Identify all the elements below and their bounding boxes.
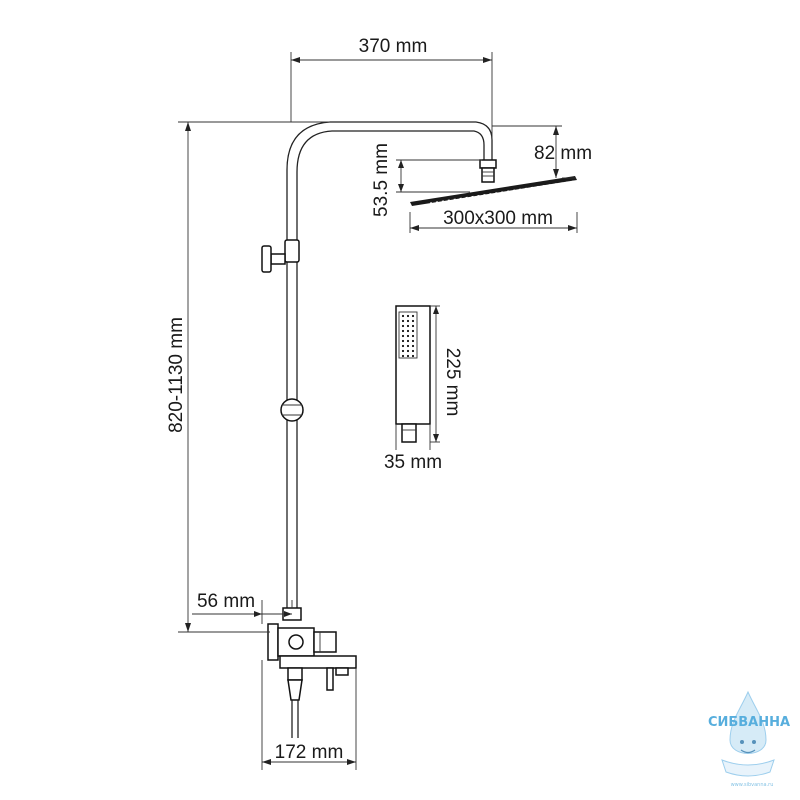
watermark-site: www.sibvanna.ru: [731, 782, 774, 788]
dim-head-drop: 53.5 mm: [371, 143, 392, 217]
nozzle-hole: [401, 354, 405, 358]
dim-head-size: 300x300 mm: [443, 208, 553, 229]
watermark-brand: СИБВАННА: [708, 715, 790, 730]
nozzle-hole: [401, 314, 405, 318]
nozzle-hole: [401, 349, 405, 353]
dim-hand-shower-length: 225 mm: [442, 348, 463, 417]
nozzle-hole: [411, 339, 415, 343]
dim-hand-shower-width: 35 mm: [384, 452, 442, 473]
dim-head-thickness: 82 mm: [534, 143, 592, 164]
nozzle-hole: [411, 354, 415, 358]
nozzle-hole: [406, 344, 410, 348]
dim-total-height: 820-1130 mm: [166, 317, 187, 433]
nozzle-hole: [411, 314, 415, 318]
nozzle-hole: [406, 349, 410, 353]
head-connector: [479, 159, 497, 183]
nozzle-hole: [411, 334, 415, 338]
dimension-lines: [178, 52, 578, 770]
hand-shower: [395, 305, 431, 443]
nozzle-hole: [406, 324, 410, 328]
nozzle-hole: [411, 349, 415, 353]
dim-arm-reach: 370 mm: [359, 36, 428, 57]
dim-mixer-depth: 172 mm: [275, 742, 344, 763]
nozzle-hole: [401, 344, 405, 348]
sibvanna-watermark: СИБВАННА www.sibvanna.ru: [708, 690, 790, 788]
nozzle-hole: [411, 319, 415, 323]
nozzle-hole: [406, 329, 410, 333]
hose-outlet: [287, 667, 303, 738]
nozzle-hole: [401, 324, 405, 328]
nozzle-hole: [411, 344, 415, 348]
nozzle-hole: [406, 339, 410, 343]
nozzle-hole: [411, 324, 415, 328]
nozzle-hole: [406, 319, 410, 323]
slider-knob: [280, 398, 304, 422]
nozzle-hole: [401, 319, 405, 323]
nozzle-hole: [406, 354, 410, 358]
nozzle-hole: [406, 334, 410, 338]
nozzle-hole: [401, 334, 405, 338]
nozzle-hole: [401, 329, 405, 333]
mixer-body: [267, 607, 357, 691]
dim-wall-offset: 56 mm: [197, 591, 255, 612]
upper-height-bracket: [261, 239, 300, 273]
nozzle-hole: [401, 339, 405, 343]
rain-shower-head: [410, 176, 577, 206]
nozzle-hole: [411, 329, 415, 333]
nozzle-hole: [406, 314, 410, 318]
